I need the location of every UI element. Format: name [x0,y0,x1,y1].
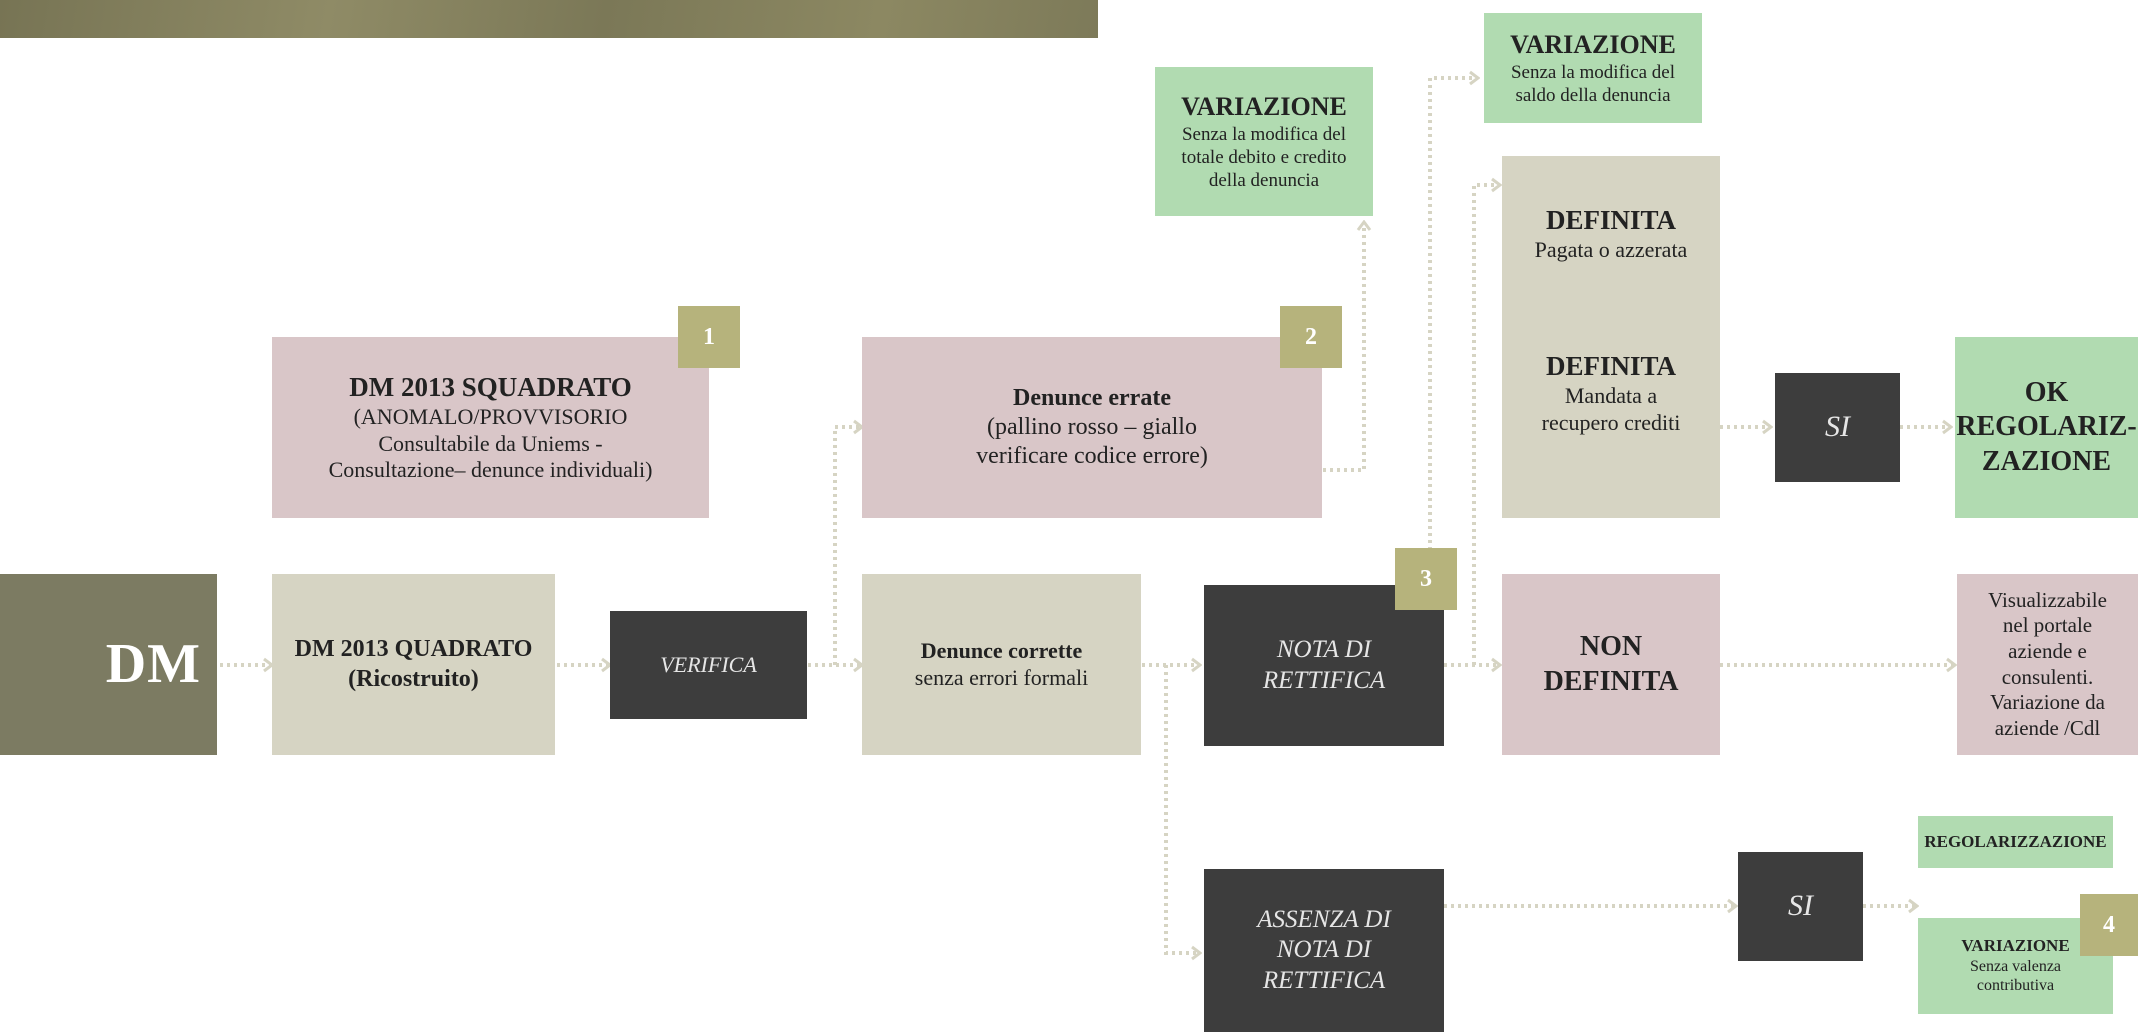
squadrato-node: DM 2013 SQUADRATO (ANOMALO/PROVVISORIO C… [272,337,709,518]
squadrato-line3: Consultazione– denunce individuali) [328,457,653,483]
definita-pagata-block: DEFINITA Pagata o azzerata [1535,204,1688,264]
variazione-saldo-title: VARIAZIONE [1510,29,1676,59]
visualizzabile-line4: consulenti. [2001,664,2094,689]
connector-nota-variazione-saldo [1428,78,1478,550]
definita-pagata-subtitle: Pagata o azzerata [1534,236,1688,262]
verifica-node: VERIFICA [610,611,807,719]
regolarizzazione-node: REGOLARIZZAZIONE [1918,816,2113,868]
assenza-nota-node: ASSENZA DI NOTA DI RETTIFICA [1204,869,1444,1032]
variazione-totale-line1: Senza la modifica del [1181,123,1347,145]
variazione-contributiva-line2: contributiva [1976,977,2055,995]
badge-4: 4 [2080,894,2138,956]
dm-label: DM [105,633,201,696]
variazione-totale-node: VARIAZIONE Senza la modifica del totale … [1155,67,1373,216]
ok-regolarizzazione-line1: OK [2024,377,2069,409]
assenza-nota-line2: NOTA DI [1276,936,1372,964]
visualizzabile-line5: Variazione da [1990,690,2105,715]
ok-regolarizzazione-node: OK REGOLARIZ- ZAZIONE [1955,337,2138,518]
si-bottom-label: SI [1788,889,1813,923]
definita-mandata-line2: recupero crediti [1541,409,1681,435]
si-bottom-node: SI [1738,852,1863,961]
denunce-errate-node: Denunce errate (pallino rosso – giallo v… [862,337,1322,518]
si-top-node: SI [1775,373,1900,482]
badge-1: 1 [678,306,740,368]
variazione-totale-line3: della denuncia [1208,169,1320,191]
quadrato-node: DM 2013 QUADRATO (Ricostruito) [272,574,555,755]
dm-node: DM [0,574,217,755]
definita-mandata-block: DEFINITA Mandata a recupero crediti [1542,350,1681,437]
quadrato-subtitle: (Ricostruito) [348,665,479,692]
verifica-label: VERIFICA [660,651,757,677]
denunce-errate-line2: verificare codice errore) [976,443,1208,470]
header-banner [0,0,1098,38]
visualizzabile-node: Visualizzabile nel portale aziende e con… [1957,574,2138,755]
non-definita-node: NON DEFINITA [1502,574,1720,755]
denunce-corrette-node: Denunce corrette senza errori formali [862,574,1141,755]
visualizzabile-line2: nel portale [2002,613,2093,638]
ok-regolarizzazione-line3: ZAZIONE [1981,445,2112,477]
squadrato-title: DM 2013 SQUADRATO [349,371,632,402]
visualizzabile-line3: aziende e [2008,638,2087,663]
non-definita-line1: NON [1579,631,1643,663]
denunce-errate-title: Denunce errate [1013,384,1171,411]
si-top-label: SI [1825,410,1850,444]
nota-rettifica-line2: RETTIFICA [1262,666,1386,694]
connector-nota-definita [1472,185,1500,665]
connector-verifica-errate [833,427,862,665]
definita-mandata-title: DEFINITA [1545,350,1676,381]
regolarizzazione-label: REGOLARIZZAZIONE [1924,831,2107,851]
variazione-totale-title: VARIAZIONE [1181,91,1347,121]
variazione-totale-line2: totale debito e credito [1181,146,1347,168]
variazione-saldo-node: VARIAZIONE Senza la modifica del saldo d… [1484,13,1702,123]
variazione-contributiva-title: VARIAZIONE [1961,936,2070,956]
nota-rettifica-line1: NOTA DI [1276,636,1372,663]
non-definita-line2: DEFINITA [1543,665,1679,697]
nota-rettifica-node: NOTA DI RETTIFICA [1204,585,1444,746]
ok-regolarizzazione-line2: REGOLARIZ- [1956,411,2137,443]
visualizzabile-line6: aziende /Cdl [1994,715,2101,740]
visualizzabile-line1: Visualizzabile [1988,587,2107,612]
badge-3: 3 [1395,548,1457,610]
denunce-corrette-subtitle: senza errori formali [914,664,1089,690]
badge-2: 2 [1280,306,1342,368]
quadrato-title: DM 2013 QUADRATO [294,636,533,663]
definita-pagata-title: DEFINITA [1545,205,1676,235]
assenza-nota-line3: RETTIFICA [1262,966,1386,994]
variazione-contributiva-line1: Senza valenza [1969,957,2062,975]
denunce-errate-line1: (pallino rosso – giallo [987,413,1197,440]
squadrato-line1: (ANOMALO/PROVVISORIO [353,403,628,429]
squadrato-line2: Consultabile da Uniems - [378,430,603,456]
variazione-saldo-line2: saldo della denuncia [1515,84,1671,106]
definita-mandata-line1: Mandata a [1564,382,1658,408]
denunce-corrette-title: Denunce corrette [920,637,1083,663]
variazione-saldo-line1: Senza la modifica del [1510,61,1676,83]
assenza-nota-line1: ASSENZA DI [1257,905,1391,933]
definita-column: DEFINITA Pagata o azzerata DEFINITA Mand… [1502,156,1720,518]
connector-corrette-assenza [1164,665,1200,953]
